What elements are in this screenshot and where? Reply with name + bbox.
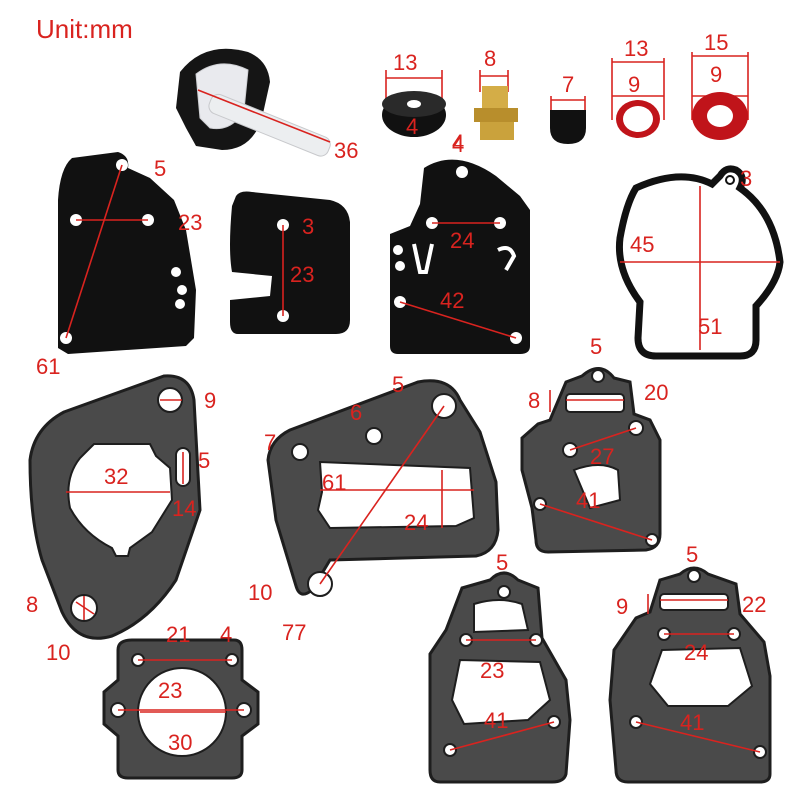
flange-slot-length-label: 14 — [172, 496, 196, 521]
flange-slot-label: 5 — [198, 448, 210, 473]
plate-hole2-label: 6 — [350, 400, 362, 425]
plate-window-height-label: 24 — [404, 510, 428, 535]
ring-small-outer-label: 13 — [624, 36, 648, 61]
small-gasket-diag2-label: 41 — [576, 488, 600, 513]
plate-diagonal-label: 77 — [282, 620, 306, 645]
flange-bolt-label: 8 — [26, 592, 38, 617]
fitting-diameter-label: 8 — [484, 46, 496, 71]
bowl-gasket-a: 5 23 41 — [428, 550, 572, 784]
flange-bore-label: 32 — [104, 464, 128, 489]
square-gasket-bolt-span-label: 30 — [168, 730, 192, 755]
bowl-b-span-label: 24 — [684, 640, 708, 665]
flange-gasket: 9 32 5 14 8 10 — [26, 374, 216, 665]
bowl-b-hole-label: 5 — [686, 542, 698, 567]
ring-large-outer-label: 15 — [704, 30, 728, 55]
small-gasket-diag-label: 27 — [590, 444, 614, 469]
ring-small-inner-label: 9 — [628, 72, 640, 97]
seal-ring-large: 15 9 — [691, 30, 749, 140]
diaphragm-c: 4 24 42 — [390, 130, 530, 354]
brass-fitting: 8 4 — [452, 46, 518, 157]
square-gasket-hole-span-label: 21 — [166, 622, 190, 647]
rubber-washer: 13 4 — [382, 50, 446, 139]
bowl-b-slot-width-label: 22 — [742, 592, 766, 617]
oring-gasket-height-label: 51 — [698, 314, 722, 339]
small-gasket-slot-width-label: 20 — [644, 380, 668, 405]
washer-outer-label: 13 — [393, 50, 417, 75]
bowl-b-slot-height-label: 9 — [616, 594, 628, 619]
small-gasket-hole-label: 5 — [590, 334, 602, 359]
square-gasket: 21 4 23 30 — [102, 622, 260, 780]
bowl-a-span-label: 23 — [480, 658, 504, 683]
diaphragm-a: 5 23 61 — [36, 152, 202, 379]
filter-dimension-line — [197, 89, 331, 143]
plate-window-label: 61 — [322, 470, 346, 495]
flange-hole-label: 9 — [204, 388, 216, 413]
diaphragm-b: 3 23 — [230, 191, 350, 334]
diaphragm-c-width-label: 24 — [450, 228, 474, 253]
diaphragm-b-length-label: 23 — [290, 262, 314, 287]
small-gasket-slot-height-label: 8 — [528, 388, 540, 413]
seal-ring-small: 13 9 — [611, 36, 665, 138]
bowl-a-diag-label: 41 — [484, 708, 508, 733]
plate-bolt-label: 10 — [248, 580, 272, 605]
small-carb-gasket: 5 8 20 27 41 — [520, 334, 668, 554]
washer-thickness-label: 4 — [406, 114, 418, 139]
square-gasket-hole-label: 4 — [220, 622, 232, 647]
diaphragm-a-diagonal-label: 61 — [36, 354, 60, 379]
rubber-plug: 7 — [550, 72, 586, 144]
filter-length-label: 36 — [334, 138, 358, 163]
bowl-gasket-b: 5 9 22 24 41 — [608, 542, 772, 784]
plate-hole3-label: 7 — [264, 430, 276, 455]
oring-gasket-hole-label: 3 — [740, 166, 752, 191]
plug-diameter-label: 7 — [562, 72, 574, 97]
bowl-b-diag-label: 41 — [680, 710, 704, 735]
fitting-length-label: 4 — [452, 132, 464, 157]
bowl-oring-gasket: 3 45 51 — [615, 165, 784, 360]
flange-bolt2-label: 10 — [46, 640, 70, 665]
plate-gasket: 5 6 7 61 24 10 77 — [248, 372, 500, 645]
fuel-filter: 36 — [176, 48, 358, 163]
plate-hole-label: 5 — [392, 372, 404, 397]
diaphragm-c-hole-label: 4 — [452, 130, 464, 155]
bowl-a-hole-label: 5 — [496, 550, 508, 575]
diaphragm-c-diagonal-label: 42 — [440, 288, 464, 313]
unit-title: Unit:mm — [36, 14, 133, 44]
ring-large-inner-label: 9 — [710, 62, 722, 87]
square-gasket-bore-label: 23 — [158, 678, 182, 703]
oring-gasket-width-label: 45 — [630, 232, 654, 257]
diaphragm-b-hole-label: 3 — [302, 214, 314, 239]
diaphragm-a-hole-label: 5 — [154, 156, 166, 181]
diaphragm-a-width-label: 23 — [178, 210, 202, 235]
